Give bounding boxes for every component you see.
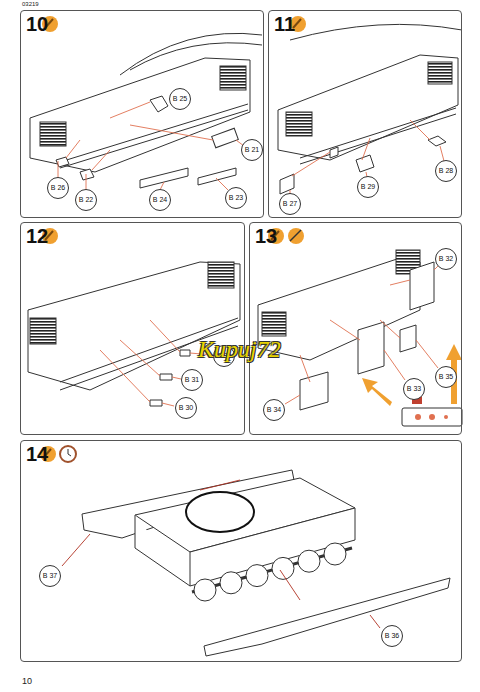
- callout-circle: B 36: [381, 625, 403, 647]
- hull-top: [82, 470, 450, 656]
- part-number: B 27: [283, 200, 297, 208]
- step-panel: 13 B 32 B 35 B 33 B 34: [249, 222, 462, 435]
- hull-side: [28, 262, 240, 406]
- callout-circle: B 28: [435, 160, 457, 182]
- step-number: 10: [26, 13, 48, 35]
- part-number: B 26: [51, 184, 65, 192]
- part-number: B 23: [229, 194, 243, 202]
- part-number: B 30: [179, 404, 193, 412]
- page-number: 10: [22, 676, 32, 686]
- step-number: 13: [255, 225, 277, 247]
- road-wheel: [272, 557, 294, 579]
- orange-arrow: [362, 344, 462, 406]
- part-number: B 37: [43, 572, 57, 580]
- leader-line: [100, 320, 213, 406]
- part-number: B 35: [439, 373, 453, 381]
- callout-circle: B 30: [175, 397, 197, 419]
- step-panel: 14 B 37 B 36: [20, 440, 462, 662]
- decal-dots: [412, 396, 448, 420]
- callout-circle: B 27: [279, 193, 301, 215]
- step-panel: 10 B 25 B 21 B 26 B 22 B 24 B 23: [20, 10, 264, 218]
- leader-line: [58, 99, 244, 190]
- callout-circle: B 22: [75, 189, 97, 211]
- hull-side: [30, 33, 262, 188]
- part-number: B 32: [439, 255, 453, 263]
- part-number: B 29: [361, 183, 375, 191]
- catalog-number: 03219: [22, 1, 39, 7]
- part-number: B 22: [79, 196, 93, 204]
- hull-side: [278, 24, 462, 194]
- callout-circle: B 32: [435, 248, 457, 270]
- road-wheel: [220, 572, 242, 594]
- road-wheel: [194, 543, 346, 601]
- callout-circle: B 23: [225, 187, 247, 209]
- part-number: B 24: [153, 196, 167, 204]
- hull-side: [258, 250, 462, 426]
- road-wheel: [324, 543, 346, 565]
- callout-circle: B 24: [149, 189, 171, 211]
- callout-circle: B 34: [263, 399, 285, 421]
- part-number: B 28: [439, 167, 453, 175]
- leader-line: [62, 480, 380, 628]
- callout-circle: B 33: [403, 378, 425, 400]
- callout-circle: B 29: [357, 176, 379, 198]
- part-number: B 33: [407, 385, 421, 393]
- part-number: B 25: [173, 95, 187, 103]
- callout-circle: B 21: [241, 139, 263, 161]
- watermark: Kupuj72: [198, 336, 281, 363]
- part-number: B 31: [185, 376, 199, 384]
- road-wheel: [194, 579, 216, 601]
- part-number: B 21: [245, 146, 259, 154]
- part-number: B 34: [267, 406, 281, 414]
- leader-line: [285, 265, 439, 404]
- step-number: 12: [26, 225, 48, 247]
- road-wheel: [246, 565, 268, 587]
- step-number: 14: [26, 443, 48, 465]
- callout-circle: B 31: [181, 369, 203, 391]
- callout-circle: B 37: [39, 565, 61, 587]
- callout-circle: B 26: [47, 177, 69, 199]
- road-wheel: [298, 550, 320, 572]
- step-panel: 12B 30B 31B 30: [20, 222, 245, 435]
- step-panel: 11 B 28 B 29 B 27: [268, 10, 462, 218]
- part-number: B 36: [385, 632, 399, 640]
- callout-circle: B 25: [169, 88, 191, 110]
- step-number: 11: [274, 13, 295, 35]
- callout-circle: B 35: [435, 366, 457, 388]
